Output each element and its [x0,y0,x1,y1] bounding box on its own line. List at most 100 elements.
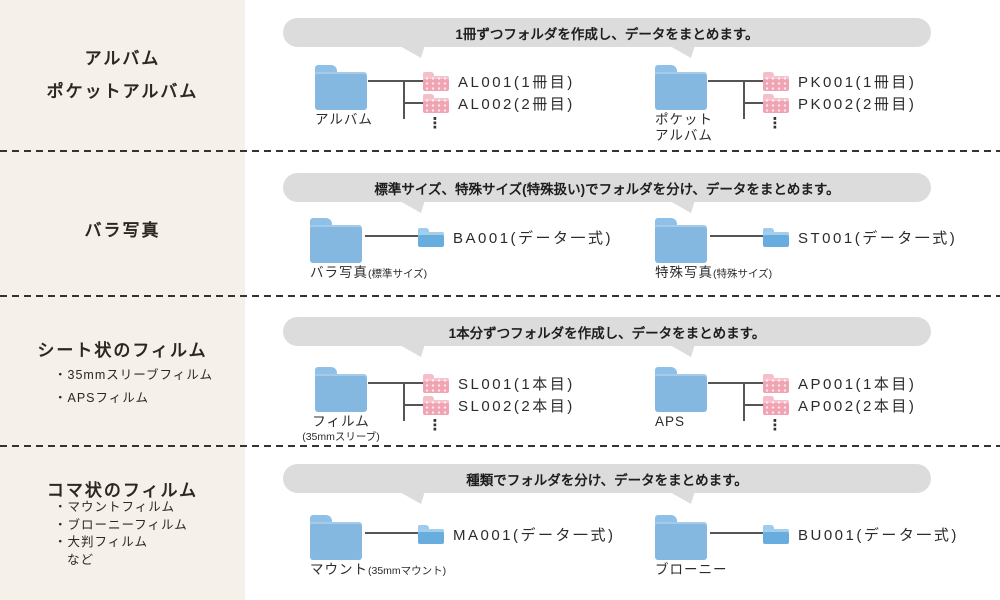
small-folder-pink-icon [763,94,789,113]
side-title-line: ポケットアルバム [46,82,199,101]
child-code: BA001(データ一式) [453,230,614,247]
folder-label: アルバム [315,112,373,127]
folder-label: APS [655,414,686,429]
section-divider-2 [0,295,1000,297]
side-title-line: バラ写真 [84,221,161,240]
side-title-loose-photos: バラ写真 [0,216,245,241]
banner-text: 標準サイズ、特殊サイズ(特殊扱い)でフォルダを分け、データをまとめます。 [374,181,840,197]
side-item: ・ブローニーフィルム [54,517,188,532]
child-code: MA001(データ一式) [453,527,616,544]
child-code: SL001(1本目) [458,376,575,393]
side-items-sheet-film: ・35mmスリーブフィルム ・APSフィルム [54,364,213,410]
banner-frame-film: 種類でフォルダを分け、データをまとめます。 [283,464,931,493]
small-folder-blue-icon [418,228,444,247]
tree-connector [365,532,418,534]
side-title-album: アルバム ポケットアルバム [0,42,245,108]
section-divider-3 [0,445,1000,447]
banner-album: 1冊ずつフォルダを作成し、データをまとめます。 [283,18,931,47]
tree-connector [710,235,763,237]
tree-connector [743,102,763,104]
side-item: ・35mmスリーブフィルム [54,368,213,382]
folder-icon-special-photos [655,218,707,263]
banner-tail-icon [398,344,425,357]
ellipsis: ⋮ [767,417,783,434]
tree-connector [743,80,745,119]
ellipsis: ⋮ [767,115,783,132]
banner-tail-icon [668,45,695,58]
folder-label: ブローニー [655,562,728,577]
tree-child: SL002(2本目) [423,395,575,416]
tree-child: PK002(2冊目) [763,93,916,114]
side-title-line: シート状のフィルム [37,341,208,360]
folder-label: 特殊写真(特殊サイズ) [655,265,773,280]
tree-child: AL001(1冊目) [423,71,575,92]
small-folder-pink-icon [423,94,449,113]
small-folder-pink-icon [763,374,789,393]
folder-icon-pocket-album [655,65,707,110]
small-folder-blue-icon [763,228,789,247]
section-divider-1 [0,150,1000,152]
tree-connector [710,532,763,534]
child-code: AP001(1本目) [798,376,917,393]
folder-icon-aps [655,367,707,412]
tree-connector [708,80,763,82]
side-item: など [67,552,95,567]
tree-child: ST001(データ一式) [763,227,957,248]
banner-loose-photos: 標準サイズ、特殊サイズ(特殊扱い)でフォルダを分け、データをまとめます。 [283,173,931,202]
side-item: ・APSフィルム [54,391,150,405]
side-title-line: コマ状のフィルム [46,481,199,500]
tree-connector [403,80,405,119]
left-panel [0,0,245,600]
ellipsis: ⋮ [427,115,443,132]
side-title-line: アルバム [84,49,161,68]
tree-connector [368,382,423,384]
side-items-frame-film: ・マウントフィルム ・ブローニーフィルム ・大判フィルム など [54,499,188,569]
banner-tail-icon [668,200,695,213]
tree-child: BU001(データ一式) [763,524,959,545]
tree-connector [403,382,405,421]
tree-child: AP002(2本目) [763,395,916,416]
banner-tail-icon [398,45,425,58]
side-item: ・マウントフィルム [54,500,176,514]
banner-tail-icon [398,200,425,213]
folder-icon-mount [310,515,362,560]
small-folder-blue-icon [418,525,444,544]
tree-child: MA001(データ一式) [418,524,616,545]
folder-icon-film-sleeve [315,367,367,412]
folder-label: マウント(35mmマウント) [310,562,447,577]
child-code: BU001(データ一式) [798,527,959,544]
folder-icon-album [315,65,367,110]
child-code: PK002(2冊目) [798,96,917,113]
small-folder-blue-icon [763,525,789,544]
folder-icon-brownie [655,515,707,560]
tree-child: BA001(データ一式) [418,227,613,248]
tree-connector [708,382,763,384]
side-title-sheet-film: シート状のフィルム [0,336,245,361]
child-code: AL002(2冊目) [458,96,575,113]
folder-icon-loose-standard [310,218,362,263]
tree-child: AL002(2冊目) [423,93,575,114]
banner-sheet-film: 1本分ずつフォルダを作成し、データをまとめます。 [283,317,931,346]
child-code: ST001(データ一式) [798,230,958,247]
child-code: AL001(1冊目) [458,74,575,91]
child-code: PK001(1冊目) [798,74,917,91]
banner-text: 種類でフォルダを分け、データをまとめます。 [466,472,748,488]
tree-connector [403,404,423,406]
tree-child: AP001(1本目) [763,373,916,394]
banner-text: 1本分ずつフォルダを作成し、データをまとめます。 [448,325,766,341]
ellipsis: ⋮ [427,417,443,434]
small-folder-pink-icon [763,396,789,415]
small-folder-pink-icon [763,72,789,91]
banner-tail-icon [668,344,695,357]
folder-label: フィルム (35mmスリーブ) [302,414,380,443]
tree-connector [368,80,423,82]
tree-child: PK001(1冊目) [763,71,916,92]
tree-connector [403,102,423,104]
side-item: ・大判フィルム [54,535,149,549]
child-code: AP002(2本目) [798,398,917,415]
child-code: SL002(2本目) [458,398,575,415]
tree-child: SL001(1本目) [423,373,575,394]
folder-label: バラ写真(標準サイズ) [310,265,428,280]
banner-tail-icon [668,491,695,504]
